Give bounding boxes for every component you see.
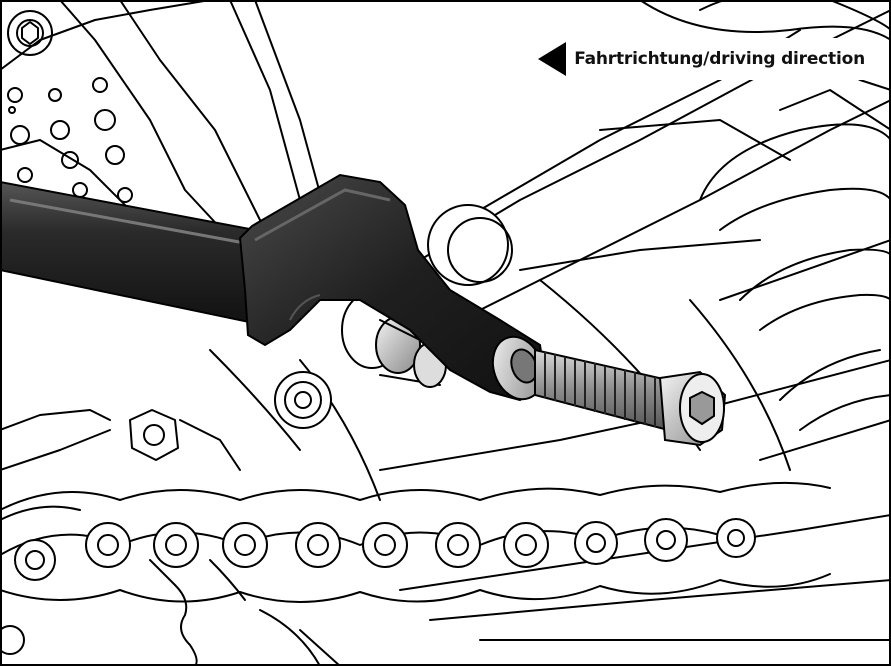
drive-chain bbox=[0, 481, 831, 603]
left-arrow-icon bbox=[538, 42, 567, 76]
hex-nut-lower-left-icon bbox=[0, 409, 241, 471]
driving-direction-indicator: Fahrtrichtung/driving direction bbox=[534, 38, 871, 80]
pivot-boss bbox=[274, 371, 332, 429]
driving-direction-label: Fahrtrichtung/driving direction bbox=[574, 49, 865, 69]
sprocket bbox=[0, 559, 341, 666]
washer-icon bbox=[491, 335, 545, 401]
hex-bolt-top-left-icon bbox=[7, 10, 53, 56]
socket-head-bolt-icon bbox=[534, 348, 727, 447]
